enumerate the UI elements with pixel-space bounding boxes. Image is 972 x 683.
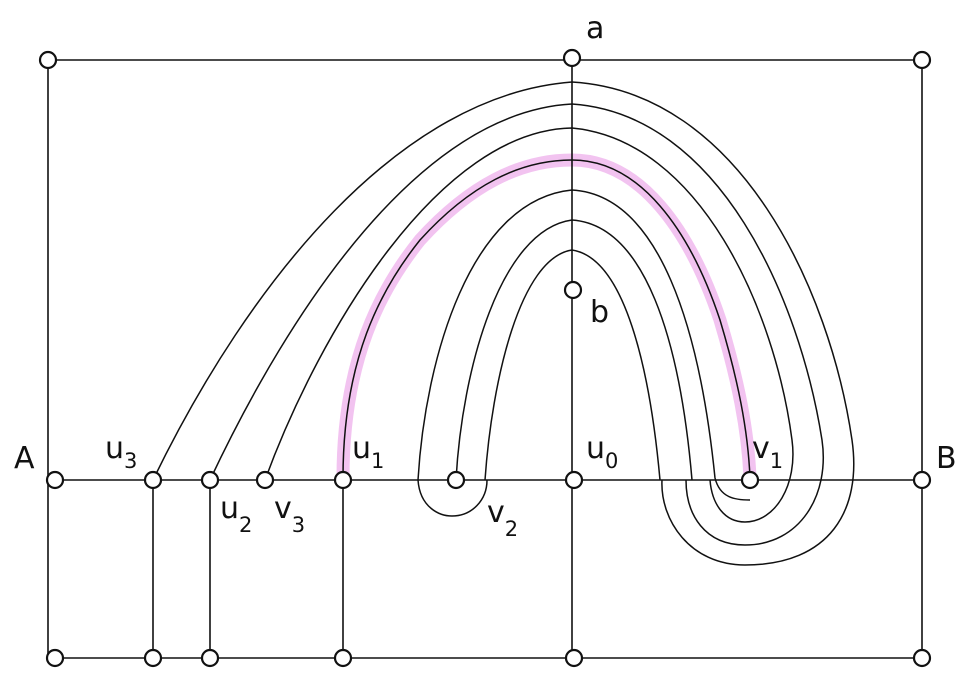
- label-u1: u1: [352, 431, 384, 473]
- arc-u1-v1: [342, 159, 751, 479]
- node-top-left: [38, 50, 58, 70]
- node-v1: [740, 470, 760, 490]
- node-b: [563, 280, 583, 300]
- node-top-right: [912, 50, 932, 70]
- label-b: b: [590, 295, 609, 330]
- label-v2: v2: [487, 495, 518, 541]
- arcs: [152, 81, 855, 566]
- node-B: [912, 470, 932, 490]
- node-v2: [446, 470, 466, 490]
- nodes: [38, 48, 932, 668]
- label-u3: u3: [105, 431, 137, 473]
- highlighted-path: [336, 153, 757, 485]
- node-bottom-u1: [333, 648, 353, 668]
- label-v1: v1: [752, 431, 783, 473]
- arc-outer-2: [209, 103, 824, 546]
- node-bottom-left: [45, 648, 65, 668]
- node-bottom-u3: [143, 648, 163, 668]
- node-bottom-u2: [200, 648, 220, 668]
- node-u3: [143, 470, 163, 490]
- arc-outer-1: [152, 81, 855, 566]
- grid-edges: [47, 59, 923, 659]
- label-u2: u2: [220, 491, 252, 537]
- node-a: [562, 48, 582, 68]
- node-u2: [200, 470, 220, 490]
- node-bottom-u0: [564, 648, 584, 668]
- loop-v2: [417, 479, 488, 517]
- label-v3: v3: [274, 491, 305, 537]
- node-u0: [564, 470, 584, 490]
- arc-inner-2: [455, 219, 693, 481]
- label-a: a: [586, 11, 604, 46]
- label-B: B: [936, 441, 957, 476]
- label-A: A: [14, 441, 35, 476]
- arc-inner-1: [417, 189, 751, 501]
- label-u0: u0: [586, 431, 618, 473]
- arc-outer-3: [264, 127, 794, 523]
- node-A: [45, 470, 65, 490]
- labels: a b A B u3 u1 u0 v1 u2 v3 v2: [14, 11, 957, 541]
- node-v3: [255, 470, 275, 490]
- node-u1: [333, 470, 353, 490]
- arc-inner-3: [484, 249, 661, 481]
- node-bottom-right: [912, 648, 932, 668]
